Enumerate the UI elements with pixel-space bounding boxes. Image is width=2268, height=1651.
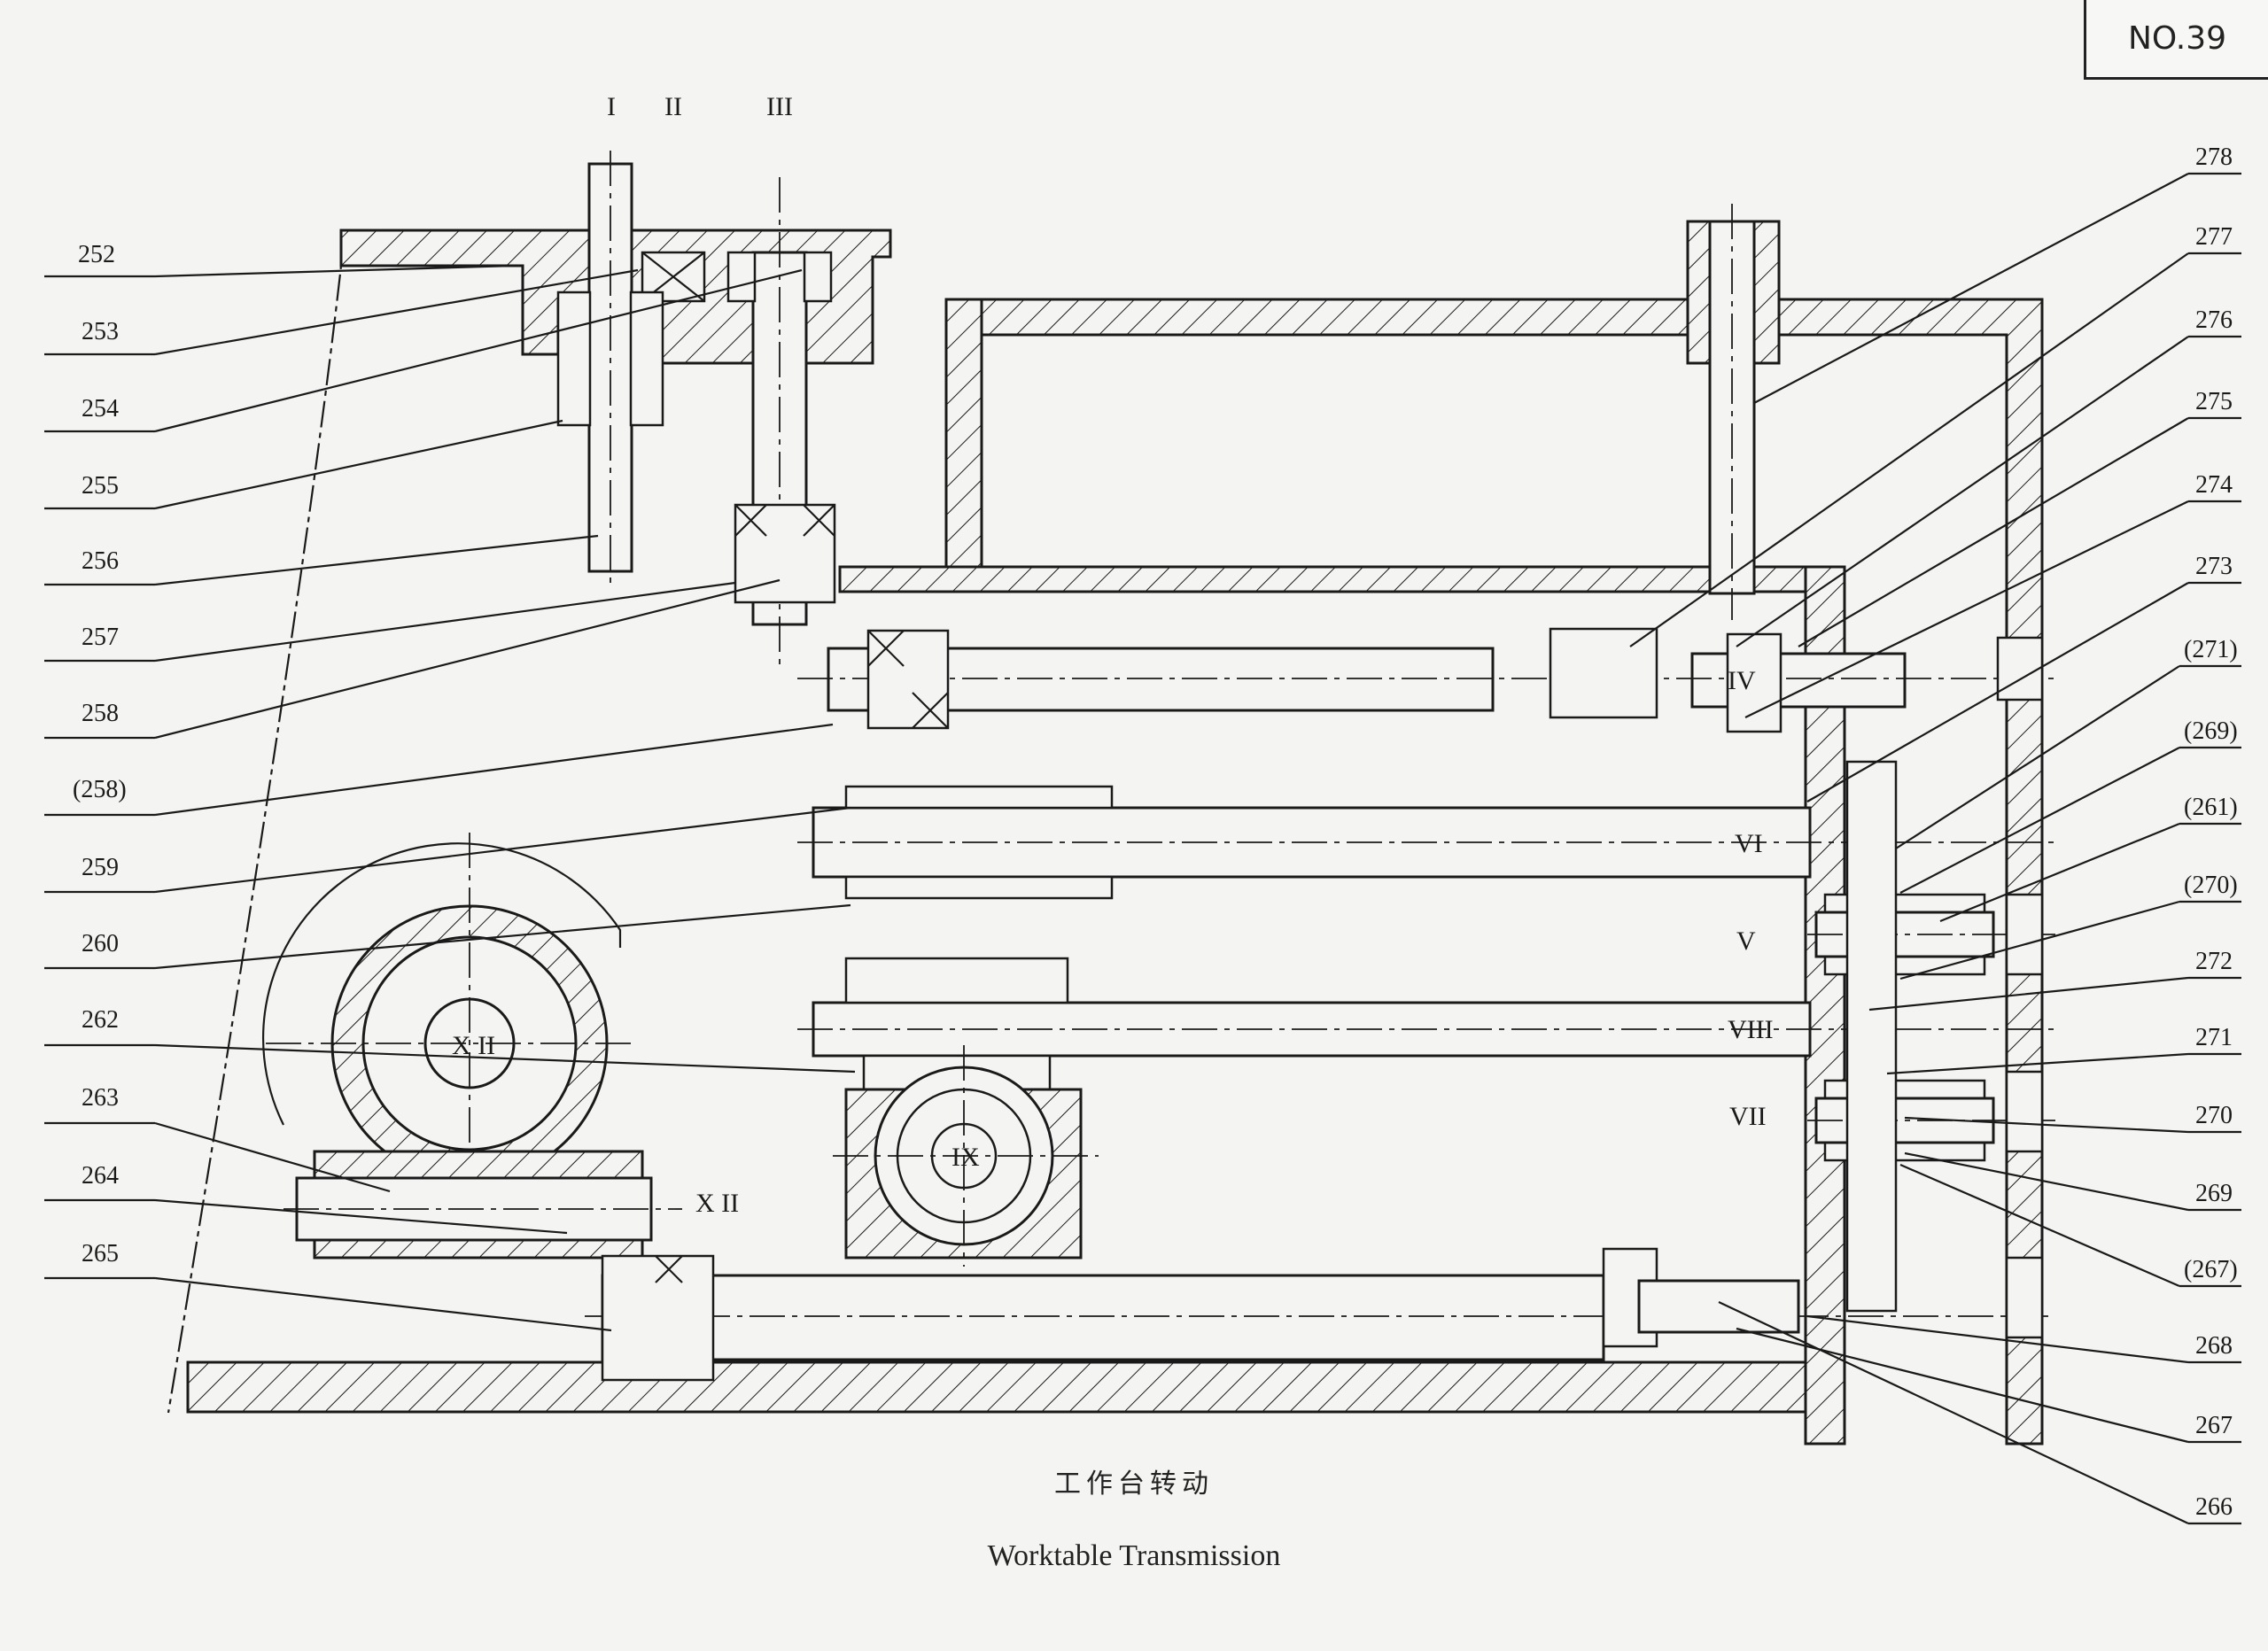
shaft-labels: I II III IV VI V VIII VII IX X II X II	[452, 92, 1774, 1218]
callout-267: 267	[2195, 1412, 2233, 1439]
right-callouts: 278 277 276 275 274 273 (271) (269) (261…	[1629, 143, 2241, 1525]
callout-254: 254	[82, 395, 119, 422]
left-callouts: 252 253 254 255 256 257 258 (258) 259 26…	[44, 241, 856, 1332]
shaft-IV	[797, 204, 2055, 733]
callout-260: 260	[82, 930, 119, 957]
shaft-label-VIII: VIII	[1728, 1015, 1774, 1044]
callout-270: 270	[2195, 1102, 2233, 1129]
callout-272: 272	[2195, 948, 2233, 975]
shaft-label-IX: IX	[951, 1143, 980, 1172]
callout-263: 263	[82, 1084, 119, 1112]
callout-270-ref: (270)	[2184, 872, 2238, 899]
shaft-label-XII: X II	[695, 1189, 739, 1218]
shaft-label-V: V	[1736, 926, 1756, 956]
callout-258: 258	[82, 700, 119, 727]
callout-259: 259	[82, 854, 119, 881]
callout-276: 276	[2195, 306, 2233, 334]
right-gear-stack	[1807, 636, 2055, 1339]
caption-chinese: 工作台转动	[1054, 1469, 1214, 1500]
callout-255: 255	[82, 472, 119, 500]
callout-268: 268	[2195, 1332, 2233, 1360]
shaft-label-II: II	[664, 92, 682, 121]
shaft-label-VII: VII	[1729, 1102, 1767, 1131]
shaft-VI	[797, 785, 2055, 900]
callout-277: 277	[2195, 223, 2233, 251]
shaft-label-XII-wheel: X II	[452, 1031, 495, 1060]
callout-271-ref: (271)	[2184, 636, 2238, 663]
caption-english: Worktable Transmission	[987, 1539, 1281, 1572]
sheet-number: NO.39	[2084, 0, 2268, 80]
shaft-III	[726, 177, 836, 664]
callout-262: 262	[82, 1006, 119, 1034]
callout-257: 257	[82, 624, 119, 651]
callout-265: 265	[82, 1240, 119, 1267]
callout-261-ref: (261)	[2184, 794, 2238, 821]
callout-275: 275	[2195, 388, 2233, 415]
callout-256: 256	[82, 547, 119, 575]
callout-269-ref: (269)	[2184, 717, 2238, 745]
shaft-label-VI: VI	[1735, 829, 1763, 858]
shaft-I-II	[556, 151, 706, 585]
callout-273: 273	[2195, 553, 2233, 580]
bottom-shaft	[585, 1247, 2055, 1382]
worm-wheel-IX	[833, 1045, 1099, 1267]
callout-266: 266	[2195, 1493, 2233, 1521]
callout-274: 274	[2195, 471, 2233, 499]
callout-267-ref: (267)	[2184, 1256, 2238, 1283]
callout-258-ref: (258)	[73, 776, 127, 803]
callout-264: 264	[82, 1162, 119, 1190]
callout-278: 278	[2195, 143, 2233, 171]
callout-271: 271	[2195, 1024, 2233, 1051]
shaft-label-I: I	[607, 92, 616, 121]
shaft-VIII	[797, 957, 2055, 1093]
callout-253: 253	[82, 318, 119, 345]
callout-269: 269	[2195, 1180, 2233, 1207]
shaft-label-III: III	[766, 92, 793, 121]
shaft-label-IV: IV	[1728, 666, 1756, 695]
callout-252: 252	[78, 241, 115, 268]
